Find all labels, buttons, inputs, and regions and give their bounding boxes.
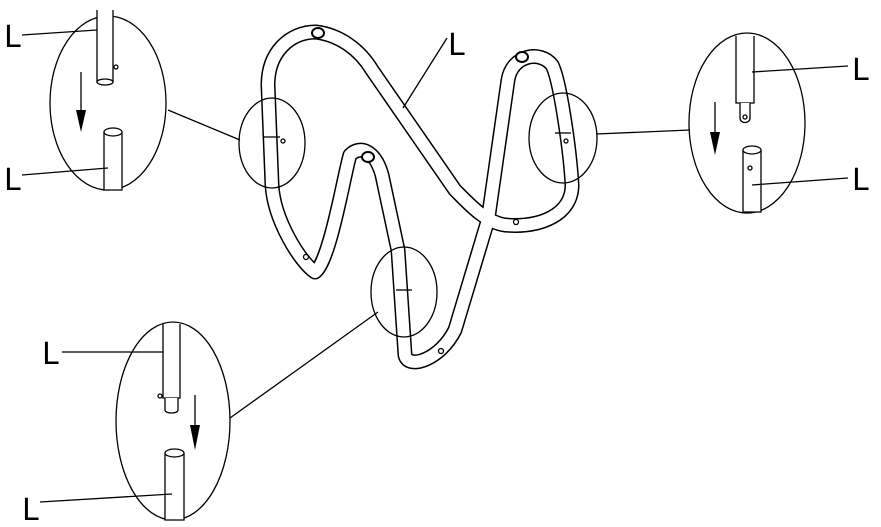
label-center-tube: L	[448, 28, 465, 63]
tube-end-cap	[311, 27, 325, 39]
connector-line-left	[167, 109, 241, 141]
joint-circle-left	[238, 97, 306, 189]
label-right-upper: L	[852, 53, 869, 88]
joint-circle-bottom	[370, 246, 438, 338]
tube-hole	[280, 138, 286, 144]
connector-line-right	[595, 129, 691, 135]
joint-circle-right	[528, 92, 598, 184]
tube-hole	[437, 347, 445, 355]
detail-bottom-left	[39, 321, 231, 521]
label-top-left-lower: L	[4, 163, 21, 198]
bent-tube-frame	[260, 24, 580, 370]
label-top-left-upper: L	[4, 20, 21, 55]
joint-highlights	[238, 92, 598, 338]
detail-top-left	[21, 10, 167, 191]
tube-hole	[512, 218, 520, 226]
label-right-lower: L	[852, 163, 869, 198]
label-bottom-left-lower: L	[22, 493, 39, 527]
tube-end-cap	[361, 151, 375, 163]
label-bottom-left-upper: L	[42, 337, 59, 372]
leader-center-tube	[402, 37, 448, 109]
tube-hole	[563, 138, 569, 144]
tube-hole	[302, 253, 310, 261]
detail-right	[688, 32, 849, 214]
tube-end-cap	[515, 51, 529, 63]
connector-line-bottom	[229, 311, 379, 419]
